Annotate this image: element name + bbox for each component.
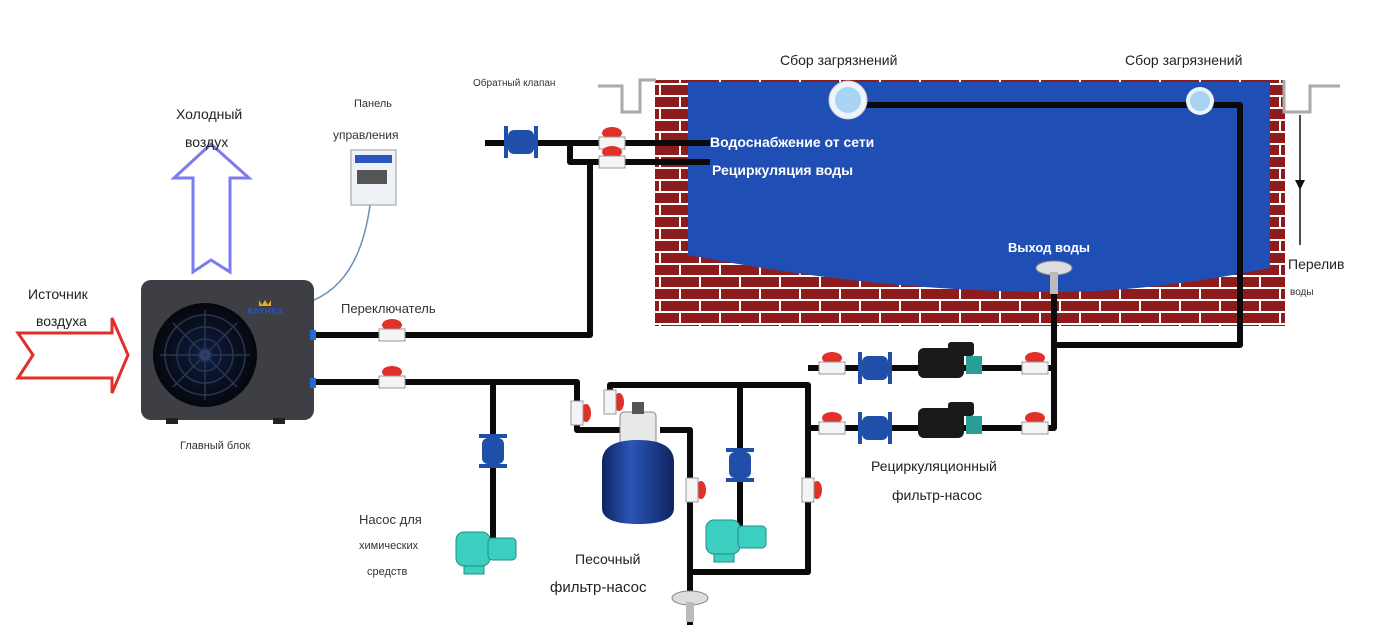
ball-valve-icon (603, 389, 617, 415)
ball-valve-icon (801, 477, 815, 503)
overflow-arrow-icon (1295, 180, 1305, 190)
ball-valve-icon (1021, 361, 1049, 375)
ball-valve-icon (378, 375, 406, 389)
ball-valve-icons (378, 127, 1049, 503)
label-main-unit: Главный блок (180, 440, 251, 452)
ball-valve-icon (1021, 421, 1049, 435)
label-skimmer-1: Сбор загрязнений (780, 52, 898, 68)
ball-valve-icon (1025, 352, 1045, 364)
sand-filter-tank (602, 402, 674, 524)
check-valve-icons (479, 126, 892, 482)
ball-valve-icon (602, 127, 622, 139)
control-cable (313, 204, 371, 301)
label-water-outlet: Выход воды (1008, 240, 1090, 255)
pipes (315, 102, 1243, 625)
ball-valve-icon (378, 328, 406, 342)
pool-water (688, 82, 1270, 292)
overflow-gutter (1282, 80, 1340, 114)
teal-pump-icons (455, 519, 767, 575)
label-air-source-2: воздуха (36, 313, 87, 329)
label-check-valve: Обратный клапан (473, 78, 556, 89)
ball-valve-icon (602, 146, 622, 158)
ball-valve-icon (685, 477, 699, 503)
label-sand-filter-2: фильтр-насос (550, 579, 647, 596)
label-overflow: Перелив (1288, 256, 1345, 272)
recirculation-pump-icons (918, 342, 982, 438)
pool-deck-left (598, 78, 656, 114)
label-mains-supply: Водоснабжение от сети (710, 134, 875, 150)
label-recirc-pump: Рециркуляционный (871, 458, 997, 474)
ball-valve-icon (1025, 412, 1045, 424)
label-overflow-2: воды (1290, 287, 1314, 298)
label-air-source: Источник (28, 286, 88, 302)
ball-valve-icon (822, 412, 842, 424)
control-panel (313, 149, 397, 301)
ball-valve-icon (818, 421, 846, 435)
label-panel-2: управления (333, 128, 399, 142)
cold-air-arrow-icon (170, 141, 253, 275)
label-switch: Переключатель (341, 301, 436, 316)
crown-logo-icon (259, 300, 271, 306)
label-chem-pump-2: химических (359, 540, 419, 552)
heat-pump-unit: RAYHEA (141, 280, 316, 424)
label-cold-air-2: воздух (185, 134, 229, 150)
label-chem-pump-3: средств (367, 566, 408, 578)
label-panel: Панель (354, 98, 393, 110)
label-cold-air: Холодный (176, 106, 243, 122)
label-sand-filter: Песочный (575, 551, 641, 567)
skimmer-icon (828, 80, 1214, 120)
ball-valve-icon (598, 155, 626, 169)
ball-valve-icon (818, 361, 846, 375)
label-chem-pump: Насос для (359, 512, 422, 527)
air-source-arrow-icon (15, 317, 130, 394)
label-skimmer-2: Сбор загрязнений (1125, 52, 1243, 68)
label-recirculation: Рециркуляция воды (712, 162, 854, 178)
unit-logo: RAYHEA (247, 307, 284, 316)
ball-valve-icon (570, 400, 584, 426)
ball-valve-icon (382, 366, 402, 378)
drain-icon (671, 260, 1073, 622)
pool (598, 78, 1340, 326)
ball-valve-icon (382, 319, 402, 331)
label-recirc-pump-2: фильтр-насос (892, 487, 983, 503)
ball-valve-icon (822, 352, 842, 364)
